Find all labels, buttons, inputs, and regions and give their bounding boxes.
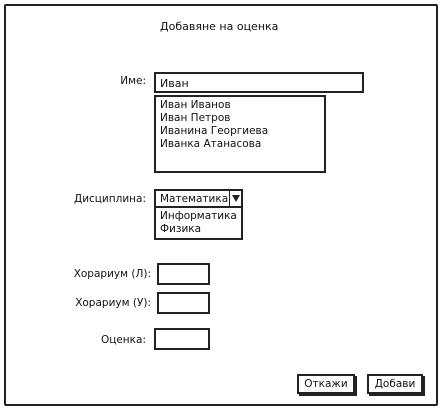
cancel-button[interactable]: Откажи bbox=[297, 374, 355, 394]
dialog-title: Добавяне на оценка bbox=[160, 20, 279, 33]
suggestion-item[interactable]: Иван Иванов bbox=[160, 99, 231, 111]
suggestion-item[interactable]: Иван Петров bbox=[160, 112, 231, 124]
add-button[interactable]: Добави bbox=[367, 374, 423, 394]
discipline-option[interactable]: Физика bbox=[160, 223, 202, 235]
triangle-down-icon[interactable] bbox=[229, 191, 241, 206]
name-input[interactable]: Иван bbox=[154, 72, 364, 93]
name-suggestion-list: Иван Иванов Иван Петров Иванина Георгиев… bbox=[154, 95, 326, 173]
discipline-option[interactable]: Информатика bbox=[160, 210, 237, 222]
hours-u-label: Хорариум (У): bbox=[75, 297, 151, 309]
discipline-options: Информатика Физика bbox=[154, 206, 243, 240]
grade-label: Оценка: bbox=[100, 334, 146, 346]
suggestion-item[interactable]: Иванина Георгиева bbox=[160, 125, 269, 137]
discipline-select[interactable]: Математика bbox=[154, 189, 243, 208]
hours-u-input[interactable] bbox=[157, 292, 210, 314]
suggestion-item[interactable]: Иванка Атанасова bbox=[160, 138, 262, 150]
name-label: Име: bbox=[120, 75, 146, 87]
discipline-label: Дисциплина: bbox=[73, 193, 146, 205]
hours-l-input[interactable] bbox=[157, 263, 210, 285]
grade-input[interactable] bbox=[154, 328, 210, 350]
discipline-selected: Математика bbox=[160, 193, 229, 205]
hours-l-label: Хорариум (Л): bbox=[73, 268, 151, 280]
